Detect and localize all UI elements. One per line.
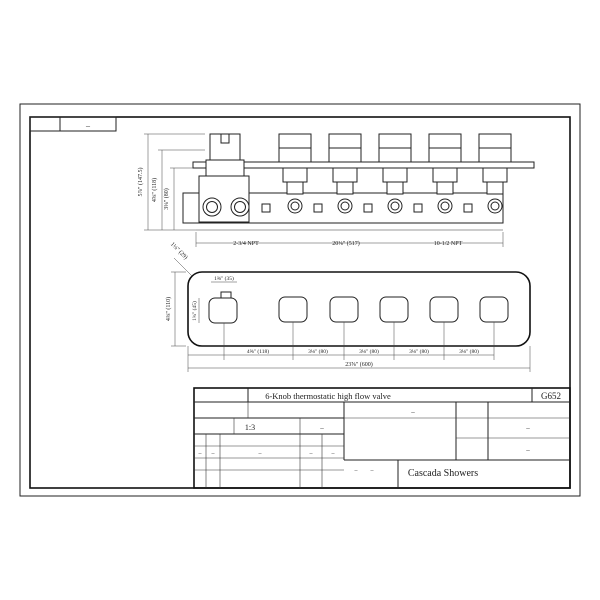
dim-spacing-2: 3⅛" (80) — [359, 348, 379, 355]
tb-dash-5: – — [198, 451, 203, 457]
dim-spacing-1: 3⅛" (80) — [308, 348, 328, 355]
side-fittings — [261, 203, 473, 213]
dim-side-length: 20⅜" (517) — [332, 240, 359, 247]
dim-first-knob: 4⅝" (118) — [247, 348, 269, 355]
tb-dash-6: – — [211, 451, 216, 457]
dim-corner-radius: 1⅛" (29) — [169, 241, 189, 261]
dim-knob-width: 1⅜" (35) — [214, 275, 234, 282]
front-view: 1⅛" (29) 1⅜" (35) 1¾" (45) 4⅜" (110) 4⅝"… — [165, 241, 531, 372]
front-knob-1 — [208, 291, 238, 324]
cartridge-3 — [378, 133, 412, 214]
front-knob-4 — [379, 296, 409, 323]
company-name: Cascada Showers — [408, 468, 478, 479]
title-block: 6-Knob thermostatic high flow valve G652… — [193, 387, 571, 489]
inlet-housing — [198, 133, 250, 223]
dim-spacing-3: 3⅛" (80) — [409, 348, 429, 355]
drawing-scale: 1:3 — [245, 423, 255, 432]
front-knob-5 — [429, 296, 459, 323]
front-knob-3 — [329, 296, 359, 323]
tb-dash-8: – — [309, 451, 314, 457]
corner-dash: – — [85, 121, 91, 130]
tb-dash-11: – — [370, 468, 375, 474]
cartridge-4 — [428, 133, 462, 214]
dim-overall-length: 23⅝" (600) — [345, 361, 372, 368]
dim-height-mid: 4⅝" (118) — [151, 178, 158, 202]
front-plate — [187, 271, 531, 347]
sheet-frame — [19, 103, 581, 497]
front-knob-2 — [278, 296, 308, 323]
dim-knob-height: 1¾" (45) — [191, 301, 198, 321]
dim-spacing-4: 3⅛" (80) — [459, 348, 479, 355]
tb-dash-1: – — [410, 408, 415, 416]
dim-height-total: 5⅞" (147.5) — [137, 168, 144, 197]
side-view: 5⅞" (147.5) 4⅝" (118) 3⅛" (80) 2-3/4 NPT… — [137, 133, 535, 247]
tb-dash-4: – — [319, 424, 324, 432]
tb-dash-3: – — [525, 446, 530, 454]
model-number: G652 — [541, 391, 561, 401]
cartridge-2 — [328, 133, 362, 214]
tb-dash-9: – — [331, 451, 336, 457]
drawing-title: 6-Knob thermostatic high flow valve — [265, 391, 391, 401]
cartridge-1 — [278, 133, 312, 214]
dim-plate-height: 4⅜" (110) — [165, 297, 172, 321]
dim-inlet-npt: 2-3/4 NPT — [233, 241, 259, 247]
dim-outlet-npt: 10-1/2 NPT — [434, 241, 463, 247]
tb-dash-7: – — [258, 451, 263, 457]
corner-block: – — [29, 116, 117, 132]
front-knob-6 — [479, 296, 509, 323]
tb-dash-10: – — [354, 468, 359, 474]
tb-dash-2: – — [525, 424, 530, 432]
cartridge-5 — [478, 133, 512, 214]
dim-height-low: 3⅛" (80) — [163, 188, 170, 209]
side-plate — [192, 161, 535, 169]
